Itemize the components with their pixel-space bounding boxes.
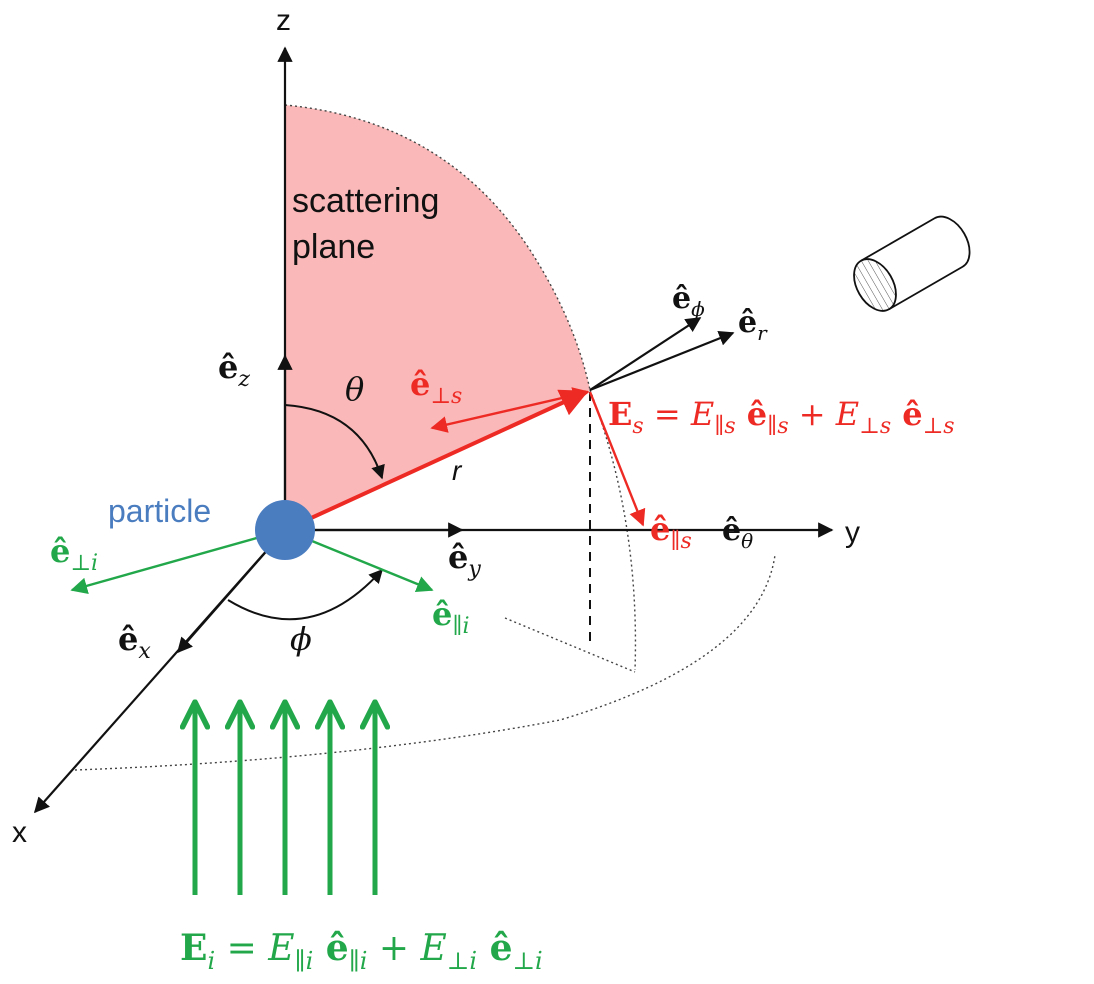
es-t2-sub: ⊥s bbox=[859, 414, 891, 439]
ez-subscript: z bbox=[237, 367, 250, 392]
ey-subscript: y bbox=[467, 557, 481, 582]
phi-label: ϕ bbox=[290, 620, 312, 658]
eperp-s-label: ê⊥s bbox=[410, 365, 462, 409]
ey-symbol: ê bbox=[448, 538, 468, 576]
incident-wave-arrows bbox=[195, 702, 375, 895]
etheta-symbol: ê bbox=[722, 513, 741, 548]
eperp-s-arrow bbox=[430, 387, 590, 433]
equator-arc bbox=[74, 554, 776, 771]
particle-label: particle bbox=[108, 493, 211, 529]
es-t1-vec: ê bbox=[736, 395, 768, 433]
etheta-subscript: θ bbox=[741, 529, 753, 553]
phi-arc bbox=[227, 568, 383, 621]
scattering-plane-label-1: scattering bbox=[292, 182, 439, 220]
particle-icon bbox=[255, 500, 315, 560]
es-t1: E bbox=[690, 395, 714, 433]
theta-label: θ bbox=[345, 370, 364, 408]
theta-arc bbox=[284, 404, 385, 480]
ei-t1-sub: ∥i bbox=[294, 947, 313, 975]
epar-s-label: ê∥s bbox=[650, 510, 692, 554]
ei-plus: + bbox=[367, 928, 420, 969]
ei-t1-vec: ê bbox=[313, 927, 348, 969]
eperp-i-arrow bbox=[70, 528, 286, 594]
epar-s-symbol: ê bbox=[650, 510, 670, 548]
er-subscript: r bbox=[757, 321, 768, 345]
ei-t1: E bbox=[267, 928, 294, 969]
ephi-arrow bbox=[589, 317, 702, 391]
ei-equals: = bbox=[215, 928, 268, 969]
eperp-s-symbol: ê bbox=[410, 365, 430, 403]
es-t2: E bbox=[835, 395, 859, 433]
x-axis-label: x bbox=[12, 816, 27, 849]
er-symbol: ê bbox=[738, 305, 757, 340]
es-lhs: E bbox=[608, 395, 632, 433]
ei-t2-sub: ⊥i bbox=[447, 947, 477, 975]
etheta-label: êθ bbox=[722, 513, 753, 553]
y-axis-label: y bbox=[845, 516, 860, 549]
ei-t2-vec: ê bbox=[477, 927, 512, 969]
ephi-subscript: ϕ bbox=[691, 297, 705, 321]
ei-t1-vec-sub: ∥i bbox=[349, 947, 368, 975]
es-equals: = bbox=[644, 395, 691, 433]
epar-i-subscript: ∥i bbox=[452, 614, 469, 639]
ex-label: êx bbox=[118, 620, 151, 664]
scattering-plane-label-2: plane bbox=[292, 228, 375, 266]
eperp-i-subscript: ⊥i bbox=[70, 551, 98, 576]
er-arrow bbox=[589, 330, 735, 392]
es-lhs-sub: s bbox=[632, 414, 643, 439]
cylinder-detector-icon bbox=[853, 215, 971, 312]
scattered-field-equation: Es = E∥s ê∥s + E⊥s ê⊥s bbox=[608, 395, 955, 439]
es-t2-vec: ê bbox=[891, 395, 923, 433]
ex-subscript: x bbox=[138, 639, 151, 664]
ei-t2-vec-sub: ⊥i bbox=[512, 947, 542, 975]
r-label: r bbox=[452, 455, 463, 486]
scattering-plane-area bbox=[285, 105, 590, 530]
ez-label: êz bbox=[218, 348, 250, 392]
eperp-i-label: ê⊥i bbox=[50, 532, 98, 576]
es-plus: + bbox=[789, 395, 836, 433]
projection-line bbox=[504, 617, 636, 673]
incident-field-equation: Ei = E∥i ê∥i + E⊥i ê⊥i bbox=[180, 927, 543, 975]
epar-s-arrow bbox=[588, 391, 646, 527]
ephi-symbol: ê bbox=[672, 281, 691, 316]
es-t2-vec-sub: ⊥s bbox=[923, 414, 955, 439]
ex-symbol: ê bbox=[118, 620, 138, 658]
ephi-label: êϕ bbox=[672, 281, 705, 321]
ez-symbol: ê bbox=[218, 348, 238, 386]
ey-label: êy bbox=[448, 538, 481, 582]
eperp-i-symbol: ê bbox=[50, 532, 70, 570]
epar-i-symbol: ê bbox=[432, 595, 452, 633]
er-label: êr bbox=[738, 305, 768, 345]
ei-t2: E bbox=[420, 928, 447, 969]
eperp-s-subscript: ⊥s bbox=[430, 384, 462, 409]
ei-lhs: E bbox=[180, 927, 207, 969]
z-axis-label: z bbox=[276, 4, 291, 37]
epar-i-label: ê∥i bbox=[432, 595, 470, 639]
ei-lhs-sub: i bbox=[207, 947, 215, 975]
es-t1-sub: ∥s bbox=[714, 414, 735, 439]
es-t1-vec-sub: ∥s bbox=[767, 414, 788, 439]
epar-s-subscript: ∥s bbox=[670, 529, 691, 554]
